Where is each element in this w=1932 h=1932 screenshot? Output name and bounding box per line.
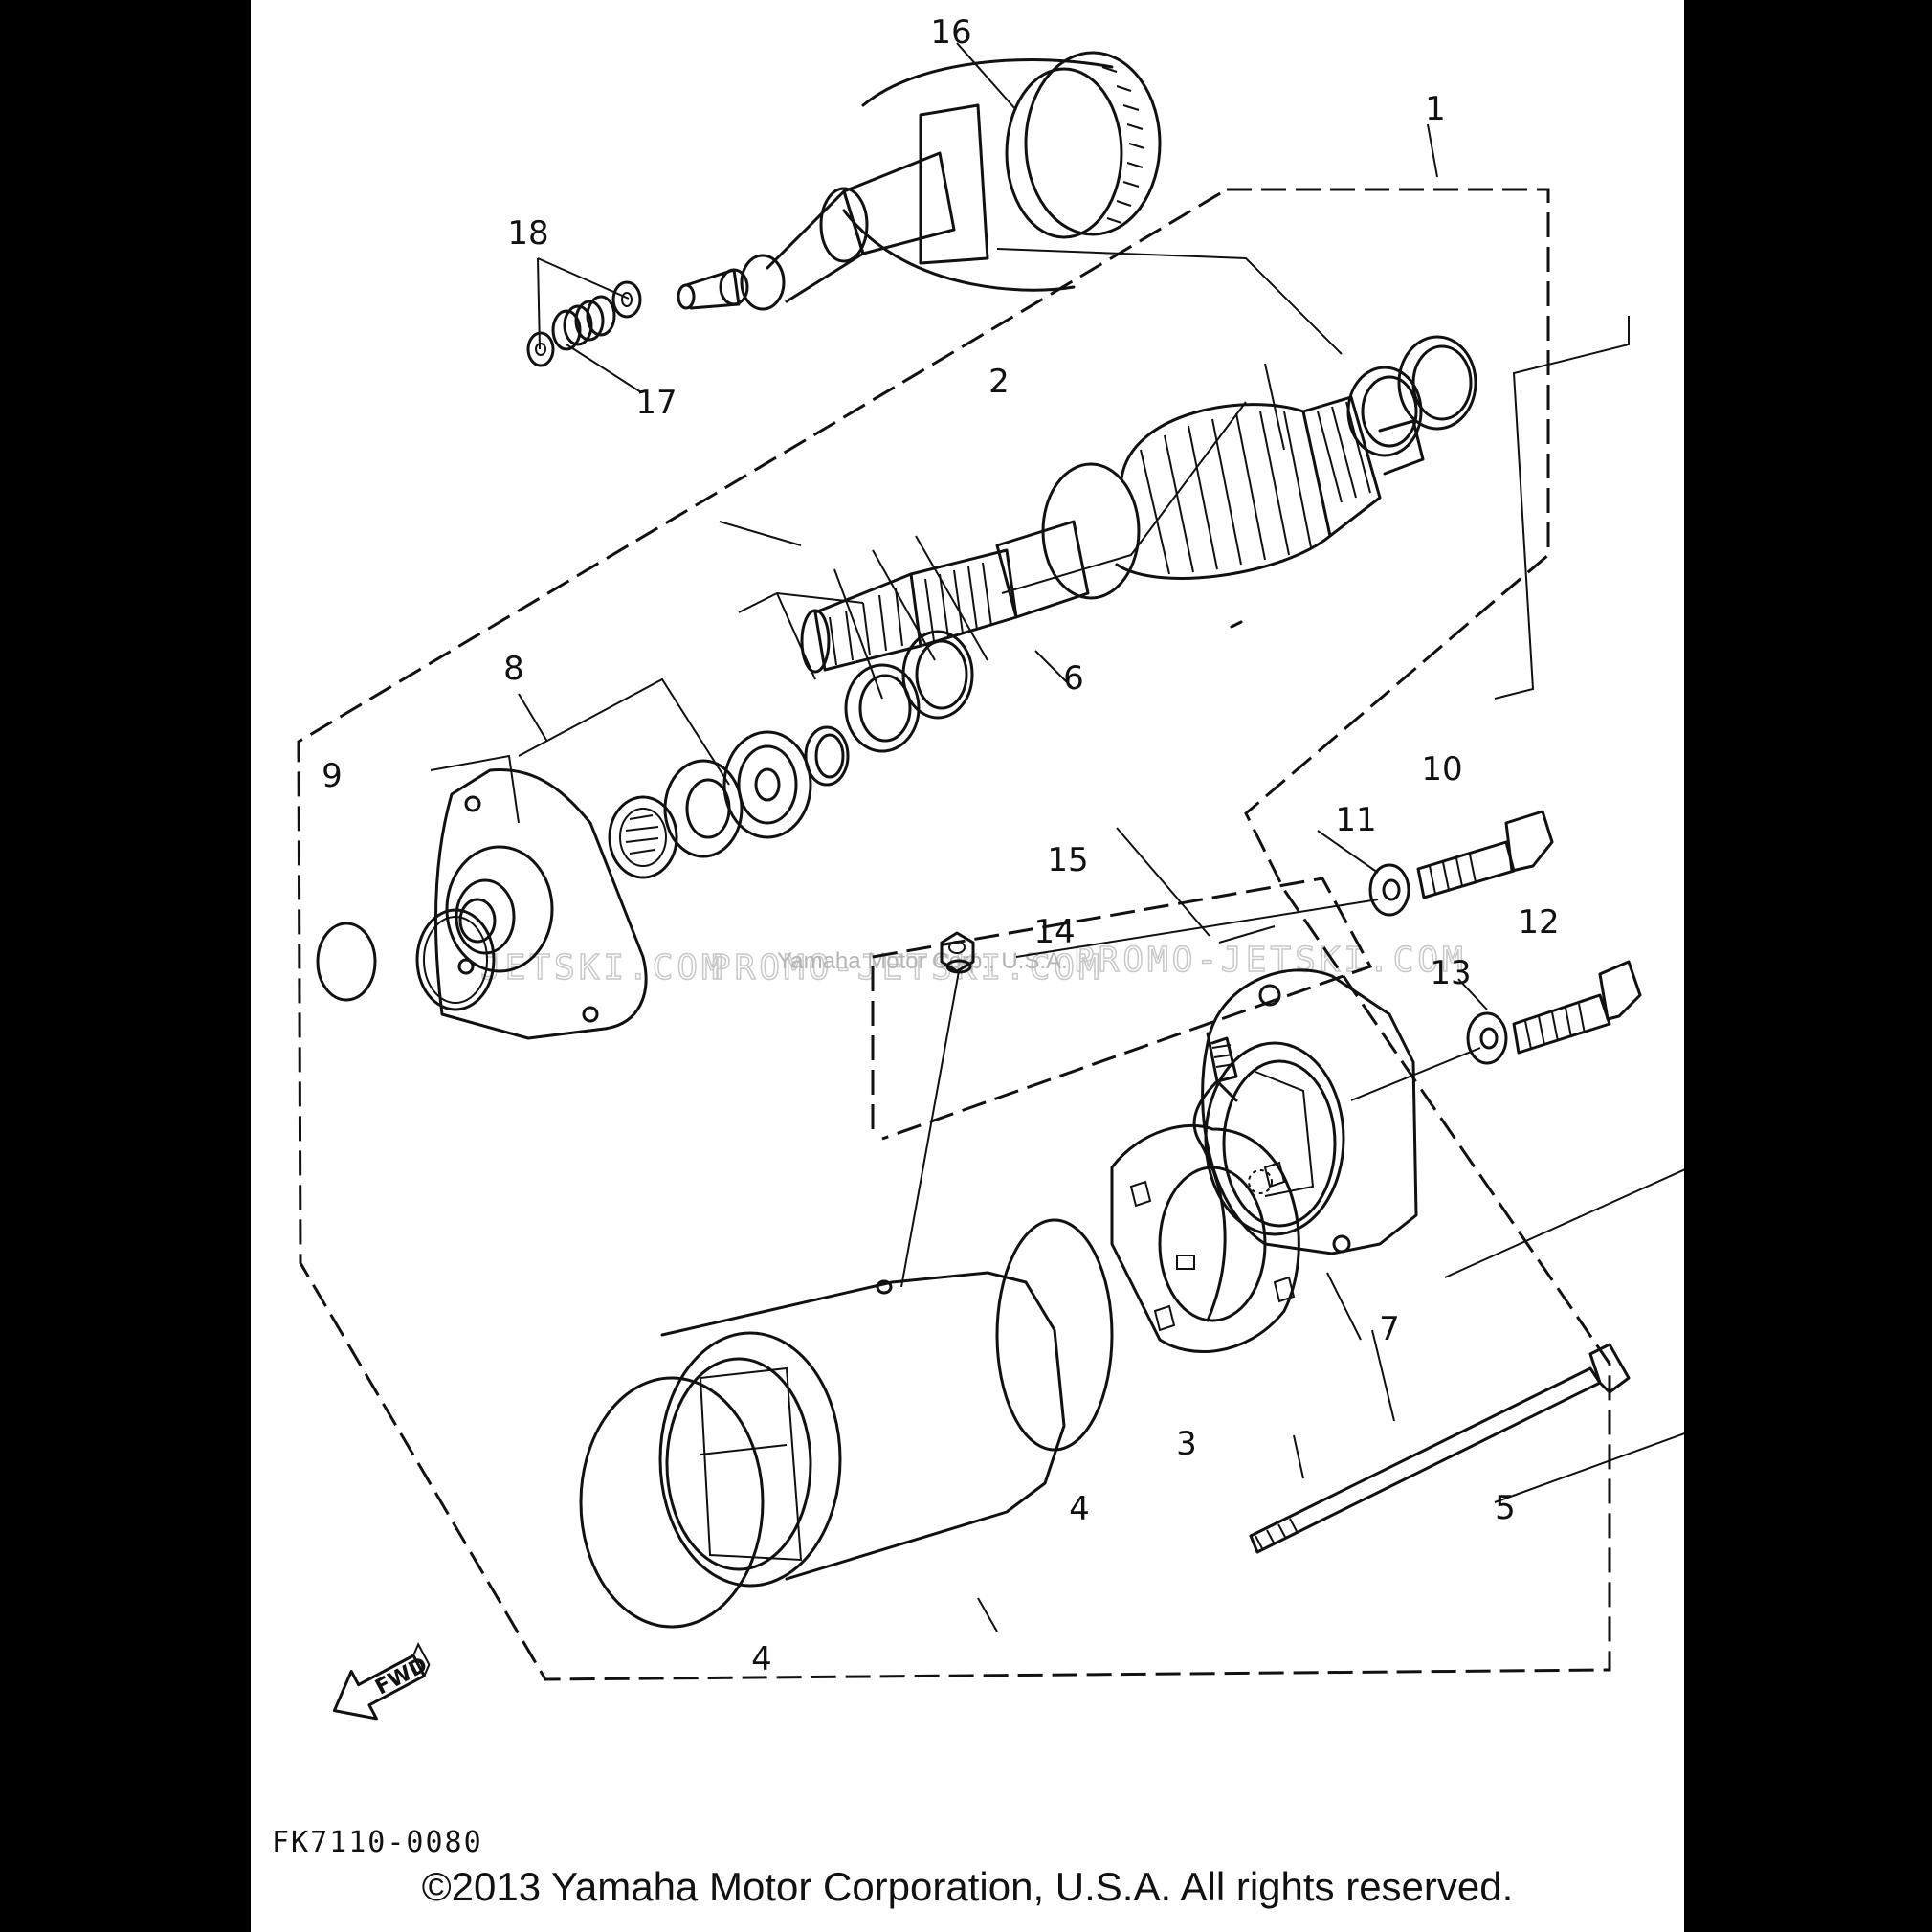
fwd-arrow-icon: FWD xyxy=(332,1642,432,1721)
callout-4-yoke: 4 xyxy=(1069,1490,1090,1528)
through-bolt xyxy=(1249,1343,1631,1554)
callout-1: 1 xyxy=(1425,90,1446,128)
starter-drive-gear xyxy=(677,51,1162,311)
rear-bracket xyxy=(1201,968,1418,1255)
callout-11: 11 xyxy=(1335,801,1376,839)
callout-15: 15 xyxy=(1047,841,1088,879)
callout-8: 8 xyxy=(503,650,524,688)
starter-motor-exploded-view: JETSKI.COM PROMO-JETSKI.COM PROMO-JETSKI… xyxy=(297,13,1684,1721)
callout-13: 13 xyxy=(1430,954,1471,992)
diagram-code: FK7110-0080 xyxy=(272,1826,483,1859)
callout-2: 2 xyxy=(988,363,1010,401)
callout-4-ring: 4 xyxy=(751,1640,772,1678)
yoke-housing xyxy=(579,1218,1114,1629)
watermark-small: Yamaha Motor Corp., U.S.A. xyxy=(777,948,1068,974)
spring-and-washers xyxy=(526,280,642,367)
leader-lines xyxy=(430,42,1684,1632)
callout-6: 6 xyxy=(1063,659,1084,698)
callout-5: 5 xyxy=(1495,1489,1516,1527)
callout-18: 18 xyxy=(507,214,548,253)
callout-16: 16 xyxy=(930,13,971,52)
callout-12: 12 xyxy=(1518,903,1559,942)
front-bracket xyxy=(415,767,648,1040)
callout-7: 7 xyxy=(1379,1310,1400,1348)
watermark-right: PROMO-JETSKI.COM xyxy=(1074,941,1467,980)
fwd-label: FWD xyxy=(371,1653,432,1699)
callout-3: 3 xyxy=(1176,1425,1197,1463)
copyright-notice: ©2013 Yamaha Motor Corporation, U.S.A. A… xyxy=(421,1864,1514,1909)
o-ring xyxy=(316,922,377,1002)
bolts-and-fasteners xyxy=(900,810,1642,1288)
armature xyxy=(800,395,1425,674)
part-callouts: 1 2 3 4 4 5 6 7 8 9 10 11 12 13 14 15 16… xyxy=(322,13,1559,1678)
parts-diagram-sheet: JETSKI.COM PROMO-JETSKI.COM PROMO-JETSKI… xyxy=(251,0,1684,1932)
brush-holder xyxy=(1110,1032,1300,1353)
callout-10: 10 xyxy=(1421,750,1462,788)
callout-9: 9 xyxy=(322,757,343,795)
assembly-1-boundary xyxy=(297,188,1611,1681)
armature-washers xyxy=(608,335,1477,879)
callout-14: 14 xyxy=(1033,913,1075,951)
callout-17: 17 xyxy=(635,384,677,422)
terminal-group-boundary xyxy=(871,877,1373,1141)
